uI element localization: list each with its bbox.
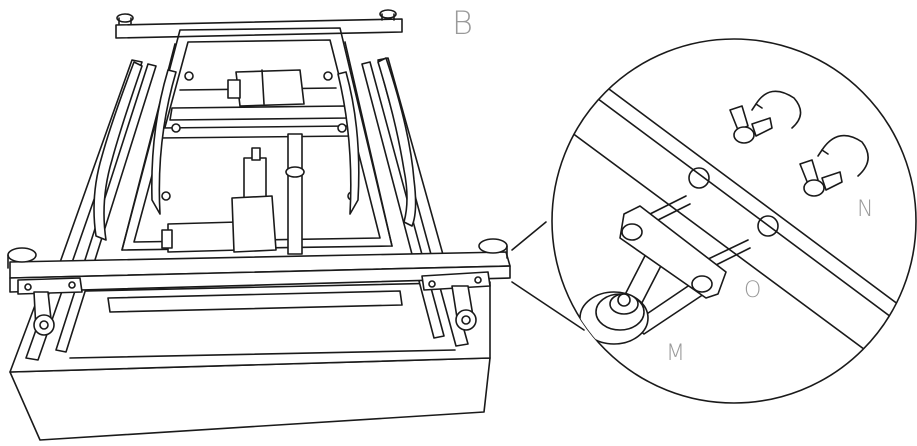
right-inner-bracket — [337, 71, 360, 215]
wing-nut-body — [803, 179, 825, 197]
wing-nut-lower — [799, 134, 869, 197]
rotation-arrow-head — [751, 103, 763, 111]
zoom-callout-lines — [511, 221, 585, 331]
motor-upper-line — [261, 69, 265, 105]
motor-upper-body — [235, 69, 305, 107]
side-brackets — [93, 57, 417, 241]
wing-nut-wing — [821, 171, 843, 191]
base-box — [9, 281, 491, 441]
wing-nut-upper — [729, 90, 802, 144]
inner-frame — [121, 27, 393, 251]
top-crossbar — [115, 9, 403, 39]
base-slot — [107, 290, 403, 313]
frame-bolt — [171, 123, 181, 133]
right-wheel — [455, 309, 477, 331]
frame-bolt — [337, 123, 347, 133]
motor-lower-cap — [161, 229, 173, 249]
left-bracket-hole — [24, 283, 32, 291]
front-right-end-cap — [478, 238, 508, 254]
inner-frame-rail-b — [344, 41, 393, 247]
detail-rail-line — [569, 77, 916, 347]
rotation-arrow-icon — [755, 90, 802, 129]
callout-line-top — [511, 221, 547, 251]
actuator-cylinder-top — [251, 147, 261, 161]
callout-label-b: B — [452, 4, 473, 42]
rotation-arrow-icon — [821, 134, 869, 177]
left-bracket-hole — [68, 281, 76, 289]
frame-bolt — [323, 71, 333, 81]
front-left-end-cap — [7, 247, 37, 263]
detail-wheel — [579, 291, 649, 345]
wing-nut-body — [733, 126, 755, 144]
right-outer-bracket — [377, 57, 417, 227]
inner-crossbar-lower — [157, 125, 353, 139]
detail-hole — [757, 215, 779, 237]
frame-bolt — [184, 71, 194, 81]
front-right-bracket — [421, 271, 491, 331]
actuator-rod-end — [285, 166, 305, 178]
detail-bracket-assembly — [611, 195, 751, 335]
left-bracket-plate — [17, 277, 83, 295]
actuator-rod — [287, 133, 303, 255]
callout-label-o: O — [744, 278, 762, 303]
motor-lower-body — [167, 221, 241, 253]
right-bracket-plate — [421, 271, 491, 291]
wing-nut-wing — [751, 117, 773, 137]
left-wheel — [33, 314, 55, 336]
motor-lower-block — [231, 195, 277, 253]
detail-nut — [621, 223, 643, 241]
detail-plate — [619, 205, 727, 299]
detail-nut — [691, 275, 713, 293]
front-bar-face — [9, 265, 511, 293]
detail-hole — [688, 167, 710, 189]
left-outer-bracket — [93, 61, 143, 241]
frame-bolt — [161, 191, 171, 201]
callout-label-n: N — [857, 197, 874, 222]
right-bracket-hole — [474, 276, 482, 284]
detail-contents — [559, 59, 916, 399]
callout-label-m: M — [666, 341, 685, 366]
left-inner-bracket — [151, 69, 177, 215]
top-left-bolt — [116, 13, 134, 23]
detail-wheel-bolt — [617, 293, 631, 307]
detail-pin — [701, 239, 749, 263]
right-bracket-hole — [428, 280, 436, 288]
left-wheel-hub — [39, 320, 49, 330]
top-right-bolt — [379, 9, 397, 19]
front-left-bracket — [17, 277, 83, 336]
base-inner-edge — [69, 349, 456, 359]
right-wheel-hub — [461, 315, 471, 325]
callout-line-bottom — [511, 281, 585, 331]
wing-nut-wing — [729, 105, 749, 131]
front-crossbar — [7, 238, 511, 293]
motor-upper-cap — [227, 79, 241, 99]
detail-rail-line — [569, 59, 916, 329]
rotation-arrow-head — [817, 149, 829, 157]
inner-crossbar-upper — [169, 105, 351, 121]
motor-assembly — [161, 69, 305, 255]
